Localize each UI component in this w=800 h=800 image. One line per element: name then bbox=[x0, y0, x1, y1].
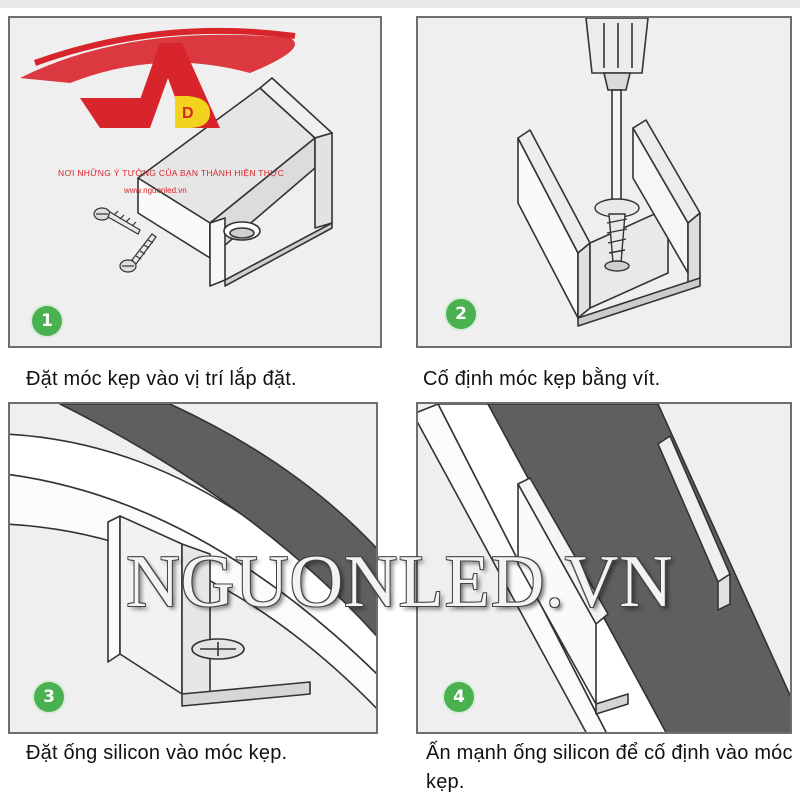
step-1-caption: Đặt móc kẹp vào vị trí lắp đặt. bbox=[26, 368, 297, 390]
nguonled-logo: D bbox=[20, 27, 296, 128]
press-tube-into-clip-illustration bbox=[418, 404, 790, 732]
screw-icon bbox=[119, 233, 157, 273]
step-3-badge: 3 bbox=[34, 682, 64, 712]
step-3-panel: 3 bbox=[8, 402, 378, 734]
step-4-badge: 4 bbox=[444, 682, 474, 712]
clip-with-screws-illustration bbox=[93, 77, 333, 287]
step-2-caption: Cố định móc kẹp bằng vít. bbox=[423, 368, 661, 390]
logo-tagline: NƠI NHỮNG Ý TƯỞNG CỦA BẠN THÀNH HIỆN THỰ… bbox=[58, 168, 285, 178]
top-bar bbox=[0, 0, 800, 8]
clip-shape bbox=[517, 435, 731, 715]
clip-shape bbox=[517, 119, 701, 327]
screwdriver-icon bbox=[585, 18, 649, 201]
step-1-badge: 1 bbox=[32, 306, 62, 336]
clip-shape bbox=[107, 515, 311, 707]
screw-icon bbox=[594, 198, 640, 272]
svg-text:D: D bbox=[182, 105, 194, 122]
logo-url: www.nguonled.vn bbox=[124, 186, 187, 195]
watermark: NGUONLED.VN bbox=[126, 541, 674, 623]
step-2-badge: 2 bbox=[446, 299, 476, 329]
step-4-caption: Ấn mạnh ống silicon để cố định vào móc k… bbox=[426, 742, 793, 793]
clip-shape bbox=[137, 77, 333, 287]
tube-into-clip-illustration bbox=[10, 404, 376, 710]
step-2-panel: 2 bbox=[416, 16, 792, 348]
step-1-panel: D NƠI NHỮNG Ý TƯỞNG CỦA BẠN THÀNH HIỆN T… bbox=[8, 16, 382, 348]
step-3-caption: Đặt ống silicon vào móc kẹp. bbox=[26, 742, 288, 764]
screwdriver-fixing-clip-illustration bbox=[517, 18, 701, 327]
screw-icon bbox=[93, 207, 141, 235]
step-4-panel: 4 bbox=[416, 402, 792, 734]
